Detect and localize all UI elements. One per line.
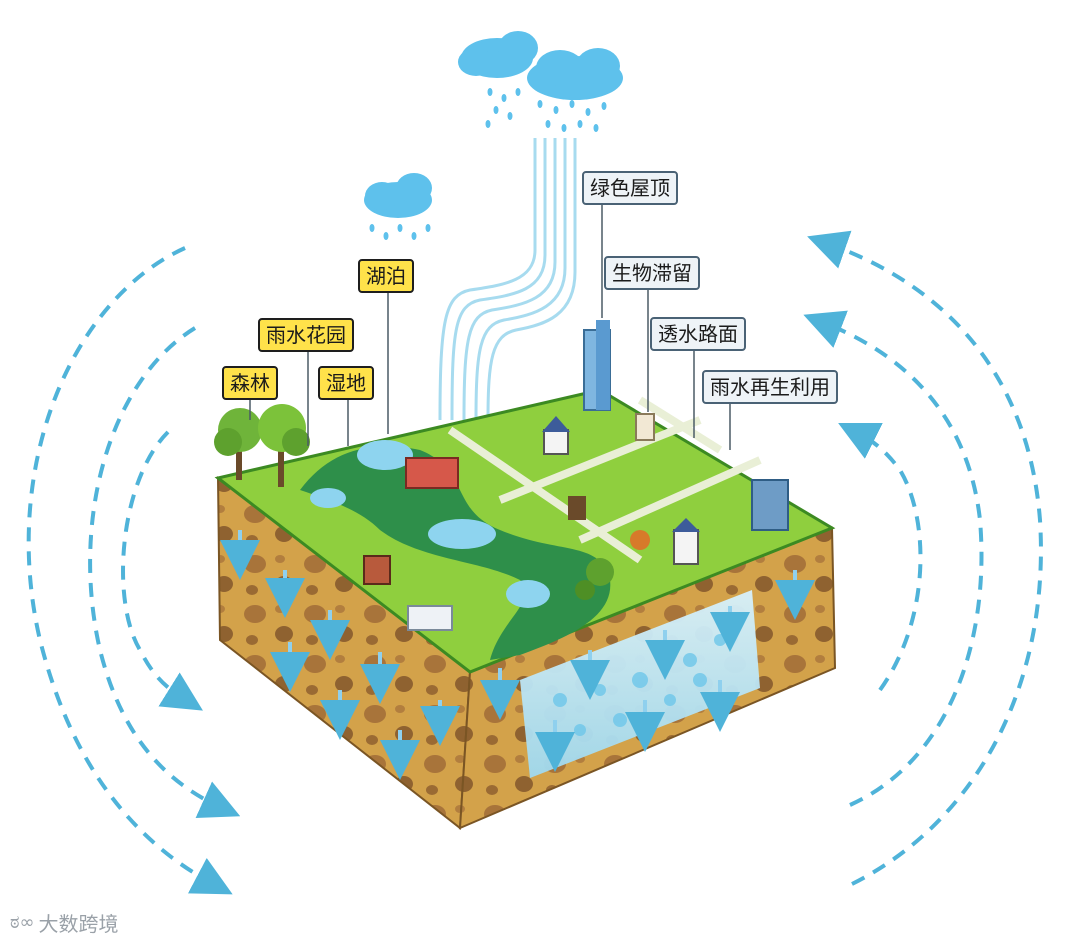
watermark: ಠ∞ 大数跨境 [10, 908, 119, 937]
water-cycle-arrows-left [29, 248, 222, 885]
arrow-right-middle [822, 322, 981, 805]
water-cycle-arrows-right [822, 243, 1041, 884]
office-building-icon [752, 480, 788, 530]
label-rain-garden: 雨水花园 [258, 318, 354, 352]
rain-stream [440, 138, 575, 420]
label-lake: 湖泊 [358, 259, 414, 293]
greenhouse-icon [408, 606, 452, 630]
watermark-text: 大数跨境 [39, 908, 119, 937]
tower-icon [636, 414, 654, 440]
arrow-right-inner [856, 432, 920, 690]
label-bio-retention: 生物滞留 [604, 256, 700, 290]
label-wetland: 湿地 [318, 366, 374, 400]
label-permeable-pavement: 透水路面 [650, 317, 746, 351]
house-icon [674, 530, 698, 564]
label-rain-reuse: 雨水再生利用 [702, 370, 838, 404]
church-icon [544, 430, 568, 454]
weibo-logo-icon: ಠ∞ [10, 912, 35, 933]
arrow-left-inner [123, 432, 186, 700]
arrow-left-middle [90, 328, 222, 808]
stadium-icon [406, 458, 458, 488]
label-forest: 森林 [222, 366, 278, 400]
label-green-roof: 绿色屋顶 [582, 171, 678, 205]
apartment-icon [364, 556, 390, 584]
kiosk-icon [568, 496, 586, 520]
